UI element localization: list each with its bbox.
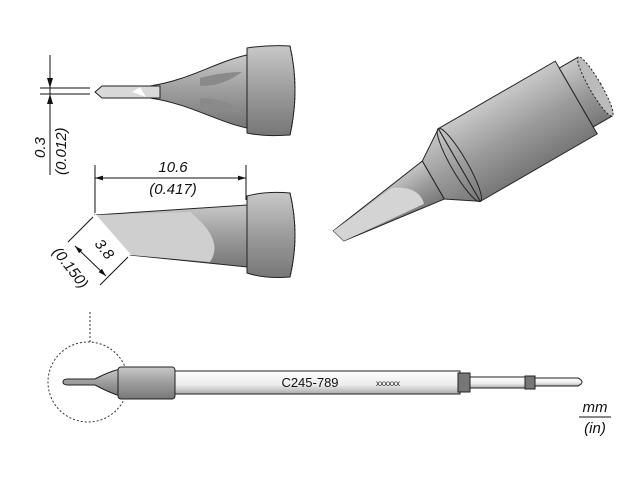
units-secondary: (in) [584,420,606,437]
part-number-label: C245-789 [281,375,338,390]
length-in-label: (0.417) [149,181,197,198]
units-legend: mm (in) [579,399,611,437]
units-primary: mm [583,399,608,416]
thickness-dimension: 0.3 (0.012) [32,55,90,175]
length-dimension: 10.6 (0.417) [94,159,247,213]
top-view [94,45,296,137]
full-tip-view: C245-789 xxxxxx [47,312,583,423]
width-in-label: (0.150) [49,244,92,292]
width-mm-label: 3.8 [91,236,118,263]
marking-label: xxxxxx [376,379,400,388]
thickness-in-label: (0.012) [53,127,70,175]
perspective-view [332,56,614,242]
length-mm-label: 10.6 [158,159,188,176]
thickness-mm-label: 0.3 [32,136,49,158]
side-view [93,191,296,278]
